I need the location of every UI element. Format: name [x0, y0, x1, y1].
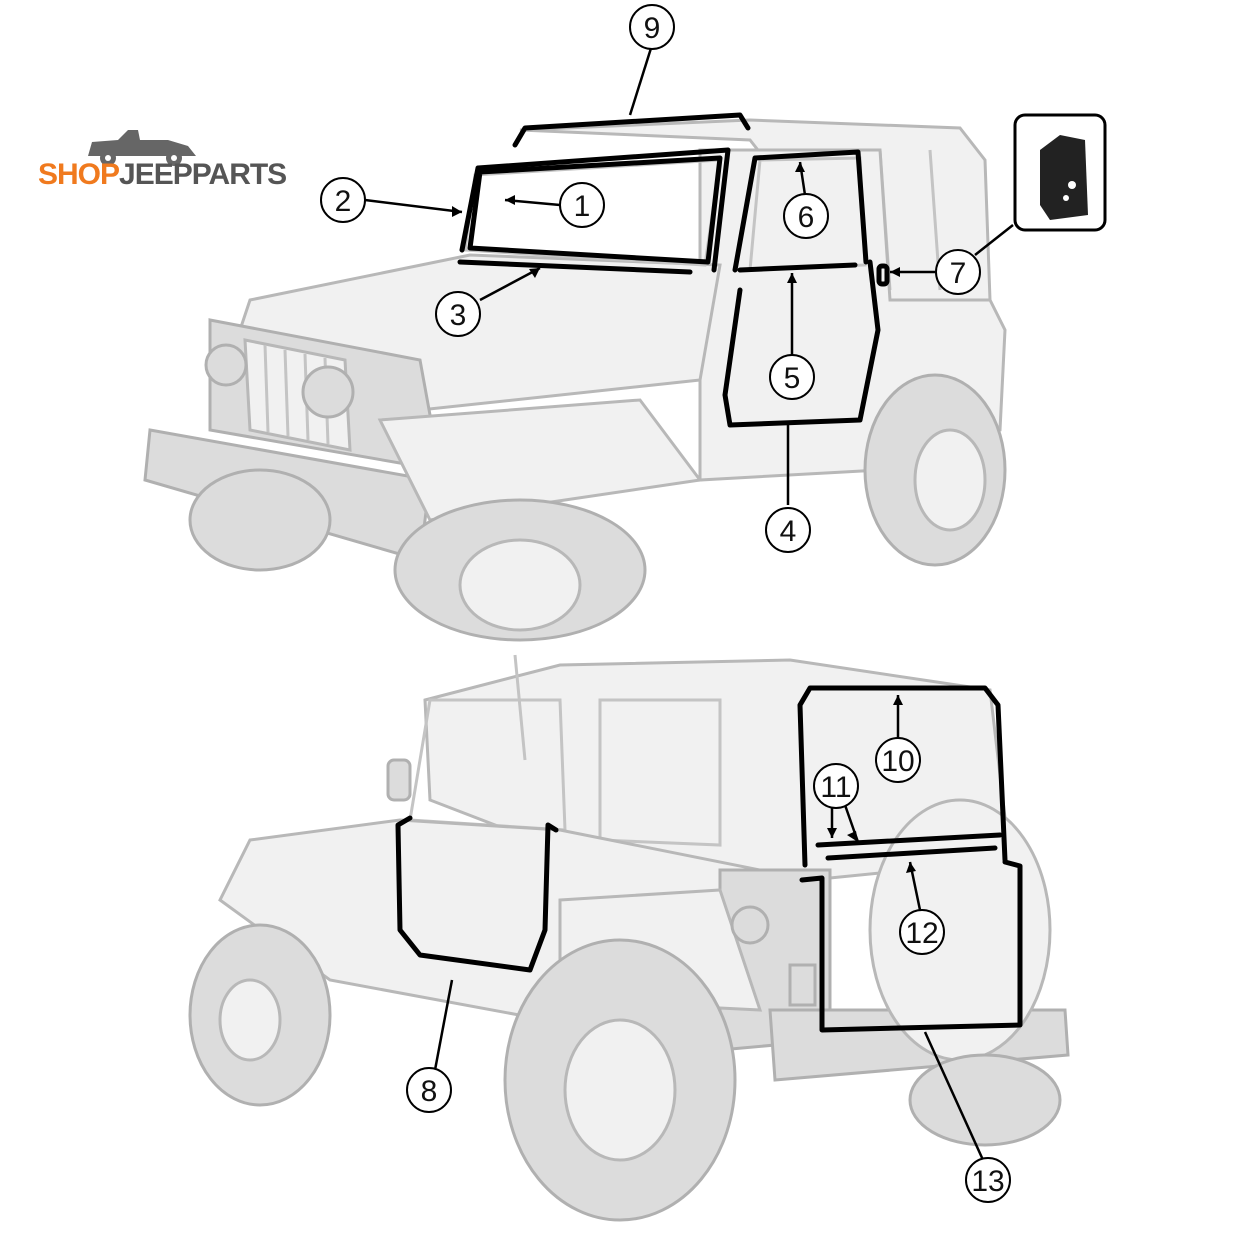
brand-logo: SHOPJEEPPARTS — [38, 128, 287, 198]
callout-13: 13 — [965, 1157, 1011, 1203]
svg-text:13: 13 — [971, 1165, 1004, 1198]
callout-4: 4 — [765, 507, 811, 553]
seal-13-tailgate-surround — [799, 859, 1023, 1033]
callout-3: 3 — [435, 291, 481, 337]
svg-text:11: 11 — [820, 771, 851, 804]
seal-8-door-lower — [395, 815, 559, 973]
callout-6: 6 — [783, 193, 829, 239]
seal-6-door-surround — [732, 149, 869, 273]
callout-5: 5 — [769, 354, 815, 400]
seal-12-tailgate-upper — [825, 845, 998, 861]
rear-view-leaders — [433, 695, 985, 1161]
callout-1: 1 — [559, 182, 605, 228]
logo-shop: SHOP — [38, 158, 120, 191]
seal-11-rear-window-lower — [815, 832, 1003, 848]
front-view-leaders — [364, 44, 1014, 505]
callout-12: 12 — [899, 909, 945, 955]
svg-text:12: 12 — [905, 917, 938, 950]
svg-text:1: 1 — [574, 190, 591, 223]
seal-4-door-lower — [722, 259, 881, 428]
jeep-silhouette-icon — [88, 130, 196, 166]
svg-text:4: 4 — [780, 515, 797, 548]
svg-text:3: 3 — [450, 299, 467, 332]
logo-text: SHOPJEEPPARTS — [38, 158, 287, 192]
seal-5-belt — [737, 262, 858, 273]
callout-2: 2 — [320, 177, 366, 223]
logo-jeepparts: JEEPPARTS — [119, 158, 287, 191]
callout-9: 9 — [629, 4, 675, 50]
part-7-inset — [1013, 113, 1107, 232]
front-view-seals — [457, 112, 890, 428]
svg-text:9: 9 — [644, 12, 661, 45]
front-view-vehicle — [143, 118, 1007, 642]
seal-3-cowl — [457, 259, 693, 275]
seal-10-rear-window — [797, 685, 1008, 868]
bracket-part-icon — [1040, 135, 1088, 220]
seal-9-top-header — [512, 112, 751, 148]
callout-8: 8 — [406, 1067, 452, 1113]
rear-view-seals — [395, 685, 1023, 1033]
svg-text:7: 7 — [950, 257, 967, 290]
svg-text:6: 6 — [798, 201, 815, 234]
seal-1-windshield-glass — [467, 155, 723, 265]
svg-text:5: 5 — [784, 362, 801, 395]
callout-10: 10 — [875, 737, 921, 783]
svg-text:2: 2 — [335, 185, 352, 218]
svg-text:8: 8 — [421, 1075, 438, 1108]
seal-2-windshield-frame — [459, 147, 731, 273]
callout-11: 11 — [813, 763, 859, 809]
callout-7: 7 — [935, 249, 981, 295]
seal-7-bumper — [876, 263, 890, 287]
svg-text:10: 10 — [881, 745, 914, 778]
rear-view-vehicle — [188, 654, 1070, 1222]
